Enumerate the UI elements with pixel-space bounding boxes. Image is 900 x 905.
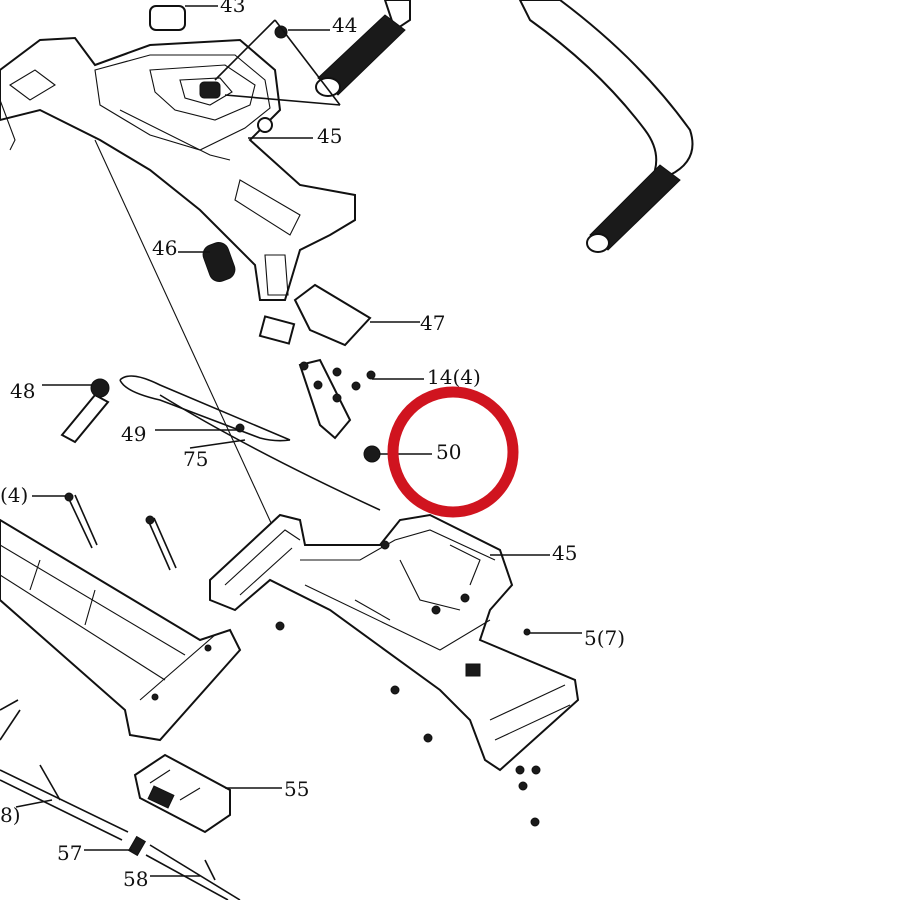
callout-4: (4) xyxy=(0,483,28,507)
callout-43: 43 xyxy=(220,0,245,17)
upper-console xyxy=(0,5,356,301)
callout-57: 57 xyxy=(57,841,82,865)
callout-45-bottom: 45 xyxy=(552,541,577,565)
callout-8: 8) xyxy=(0,803,21,827)
part-14-screws xyxy=(313,367,376,403)
part-57-58-rods xyxy=(0,699,241,901)
callout-47: 47 xyxy=(420,311,445,335)
part-48-pin xyxy=(60,378,110,444)
highlight-circle xyxy=(387,386,519,518)
part-4-rods xyxy=(64,492,177,571)
callout-labels: 43 44 45 46 47 14(4) 48 49 75 50 (4) 45 … xyxy=(0,0,625,891)
callout-55: 55 xyxy=(284,777,309,801)
callout-14: 14(4) xyxy=(427,365,481,389)
callout-49: 49 xyxy=(121,422,146,446)
part-55-block xyxy=(133,753,231,834)
callout-58: 58 xyxy=(123,867,148,891)
part-44-screw xyxy=(274,25,288,39)
callout-48: 48 xyxy=(10,379,35,403)
callout-75: 75 xyxy=(183,447,208,471)
loose-screws xyxy=(275,621,541,827)
part-47-bracket xyxy=(258,283,372,440)
callout-45-top: 45 xyxy=(317,124,342,148)
callout-44: 44 xyxy=(332,13,357,37)
callout-5: 5(7) xyxy=(584,626,625,650)
part-50-nut xyxy=(363,445,381,463)
part-46-spring xyxy=(202,242,236,282)
part-45-knob xyxy=(257,117,273,133)
grip-right xyxy=(586,164,681,253)
leader-lines xyxy=(15,5,582,877)
lower-console xyxy=(209,513,580,772)
guide-line xyxy=(94,139,273,526)
callout-50: 50 xyxy=(436,440,461,464)
callout-46: 46 xyxy=(152,236,177,260)
handlebar xyxy=(315,0,694,253)
grip-left xyxy=(315,14,406,97)
left-frame xyxy=(0,518,242,742)
